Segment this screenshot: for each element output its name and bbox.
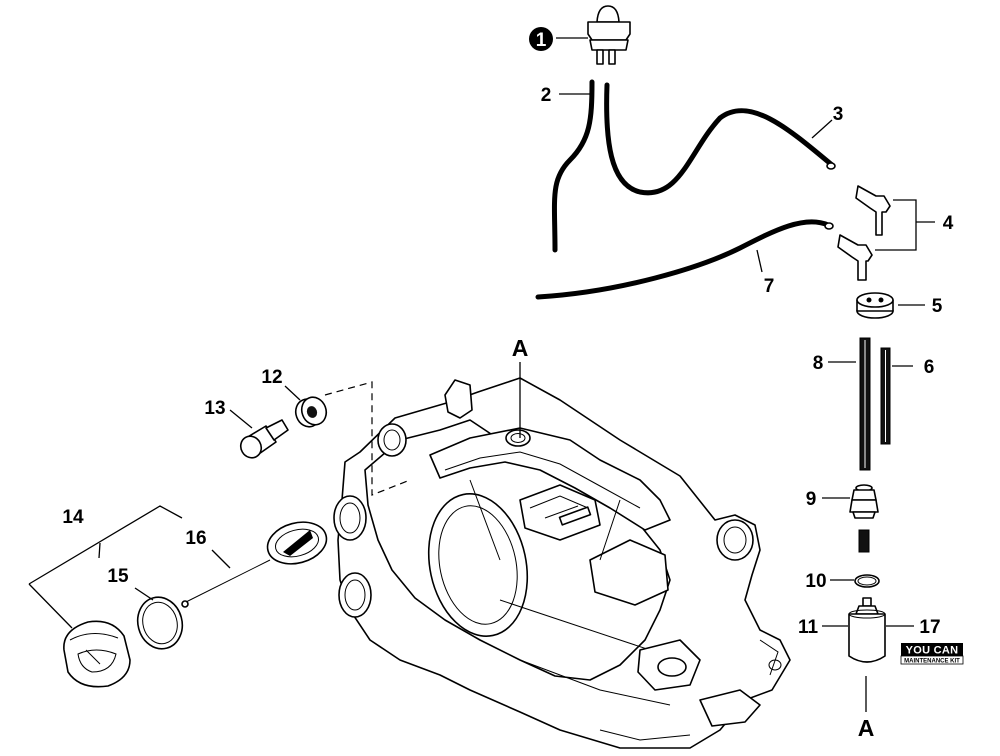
callout-14: 14 [62,507,84,528]
badge-brand: YOU CAN [906,645,959,657]
reference-a-top: A [512,335,529,361]
callout-2: 2 [541,85,552,106]
o-ring-15 [136,596,184,650]
fuel-filter [848,597,886,663]
callout-11: 11 [798,617,819,638]
callout-12: 12 [261,367,282,388]
reference-a-bottom: A [858,715,875,741]
callout-1: 1 [536,30,547,51]
strap-16 [181,521,328,608]
callout-3: 3 [833,104,844,125]
callout-13: 13 [204,398,225,419]
elbow-fittings [837,185,891,281]
tube-8 [859,337,871,471]
connector-fitting [849,484,879,553]
badge-sub: MAINTENANCE KIT [904,659,960,665]
callout-15: 15 [107,566,129,587]
callout-10: 10 [805,571,826,592]
callout-6: 6 [924,357,935,378]
hose-2 [551,79,595,253]
hose-7 [535,219,831,300]
you-can-badge: YOU CAN MAINTENANCE KIT [900,643,964,665]
plug-13 [239,419,289,459]
grommet [856,292,894,319]
fuel-cap [63,620,131,688]
guide-dashed-line [324,381,411,496]
callout-8: 8 [813,353,824,374]
callout-16: 16 [185,528,206,549]
crankcase-housing [333,377,791,749]
callout-1-badge [529,27,553,51]
callout-9: 9 [806,489,817,510]
callout-5: 5 [932,296,943,317]
tube-6 [880,347,891,445]
callout-7: 7 [764,276,775,297]
callout-4: 4 [943,213,954,234]
leader-lines [28,37,935,712]
callout-17: 17 [919,617,940,638]
seal-12 [294,396,328,428]
primer-bulb [587,5,631,65]
hose-3 [604,82,835,196]
